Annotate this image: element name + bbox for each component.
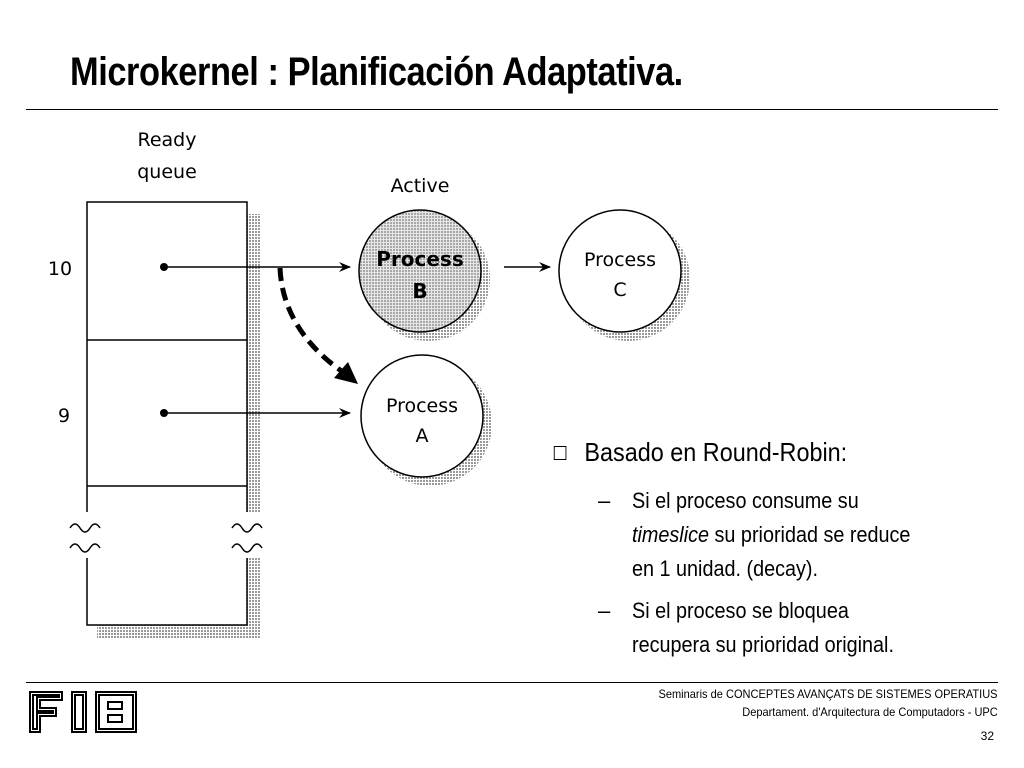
sub-bullet-1-line2: su prioridad se reduce [709, 522, 911, 547]
slide-title: Microkernel : Planificación Adaptativa. [70, 50, 683, 94]
footer-divider [26, 682, 998, 683]
process-c-label: Process [584, 249, 656, 271]
fib-logo [29, 691, 137, 733]
bullet-list: Basado en Round-Robin: – Si el proceso c… [552, 436, 982, 662]
process-a-letter: A [416, 425, 429, 447]
footer-course: Seminaris de CONCEPTES AVANÇATS DE SISTE… [658, 687, 998, 701]
sub-bullet-2: – Si el proceso se bloquea recupera su p… [552, 594, 1012, 662]
process-a-circle [360, 354, 484, 478]
sub-bullet-1-line1: Si el proceso consume su [632, 488, 859, 513]
sub-bullet-1-line3: en 1 unidad. (decay). [632, 556, 819, 581]
process-c-letter: C [613, 279, 626, 301]
sub-bullet-2-line1: Si el proceso se bloquea [632, 598, 849, 623]
decay-arrowhead [334, 362, 358, 384]
footer-department: Departament. d'Arquitectura de Computado… [742, 705, 998, 719]
title-divider [26, 109, 998, 110]
page-number: 32 [980, 729, 994, 743]
sub-bullet-1: – Si el proceso consume su timeslice su … [552, 484, 1012, 586]
process-b-circle [358, 209, 482, 333]
sub-bullet-1-italic: timeslice [632, 522, 710, 547]
break-mark [231, 523, 263, 533]
priority-label-9: 9 [58, 405, 70, 427]
bullet-main: Basado en Round-Robin: [552, 436, 939, 468]
dash-bullet: – [598, 488, 611, 513]
process-b-letter: B [412, 279, 427, 303]
decay-dashed-arrow [277, 267, 354, 381]
active-label: Active [391, 175, 450, 197]
ready-queue-label-line2: queue [137, 161, 197, 183]
process-b-label: Process [376, 247, 464, 271]
process-a-label: Process [386, 395, 458, 417]
priority-label-10: 10 [48, 258, 72, 280]
break-mark [69, 523, 101, 533]
scheduling-diagram: Ready queue 10 9 Active Process B Proces… [48, 129, 690, 639]
break-mark [69, 543, 101, 553]
ready-queue-label-line1: Ready [138, 129, 197, 151]
break-mask [64, 512, 110, 558]
break-mark [231, 543, 263, 553]
sub-bullet-2-line2: recupera su prioridad original. [632, 632, 894, 657]
bullet-main-text: Basado en Round-Robin: [584, 437, 848, 467]
process-c-circle [558, 209, 682, 333]
dash-bullet: – [598, 598, 611, 623]
square-bullet-icon [553, 446, 567, 460]
